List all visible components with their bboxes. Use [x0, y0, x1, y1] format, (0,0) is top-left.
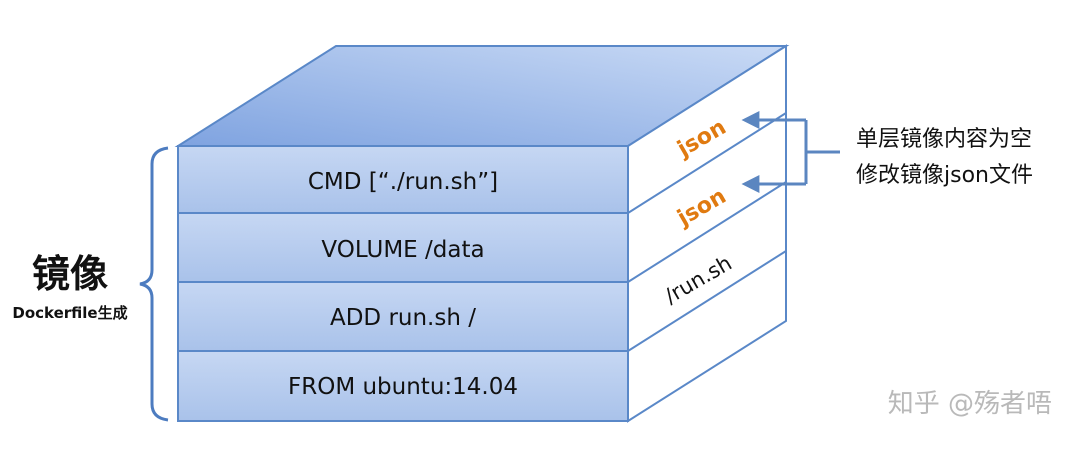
layer-from: FROM ubuntu:14.04: [177, 350, 629, 422]
layer-volume-label: VOLUME /data: [321, 237, 484, 263]
layer-add: ADD run.sh /: [177, 281, 629, 352]
layer-cmd-label: CMD [“./run.sh”]: [308, 169, 498, 195]
annotation-line-2: 修改镜像json文件: [856, 163, 1033, 188]
layer-add-label: ADD run.sh /: [330, 305, 476, 331]
zhihu-watermark: 知乎 @殇者唔: [888, 389, 1052, 419]
image-subtitle: Dockerfile生成: [12, 304, 127, 322]
layer-from-face: [177, 350, 629, 422]
image-title: 镜像: [32, 252, 108, 296]
annotation-line-1: 单层镜像内容为空: [856, 127, 1032, 152]
side-divider-3: [627, 250, 787, 352]
layer-add-face: [177, 281, 629, 352]
side-divider-1: [627, 112, 787, 214]
annotation-arrows: [741, 111, 840, 193]
image-bracket: [139, 146, 169, 422]
layer-volume: VOLUME /data: [177, 212, 629, 283]
layer-from-label: FROM ubuntu:14.04: [288, 374, 518, 400]
layer-cmd: CMD [“./run.sh”]: [177, 145, 629, 214]
side-divider-2: [627, 181, 787, 283]
layer-volume-face: [177, 212, 629, 283]
